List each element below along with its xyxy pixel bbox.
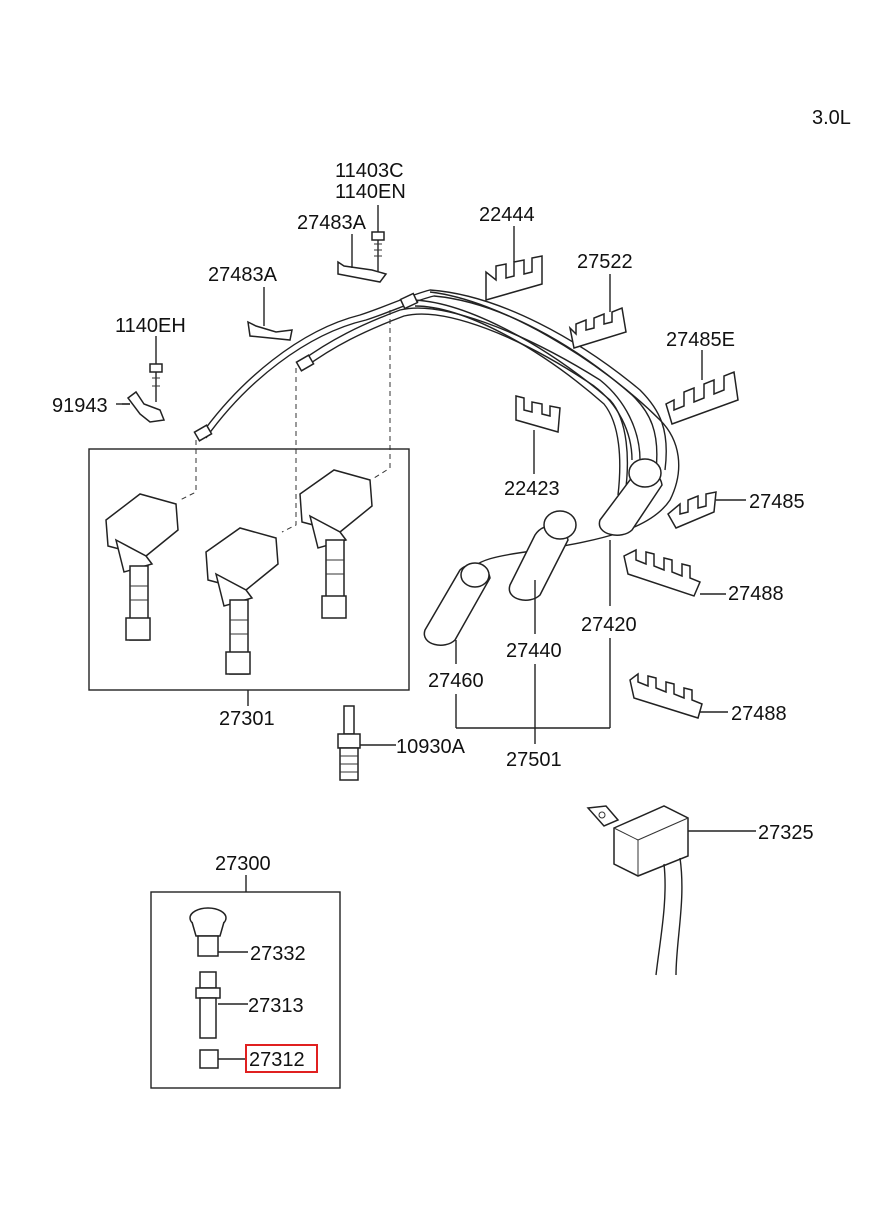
sensor-27325 <box>586 805 756 976</box>
label-27460: 27460 <box>428 670 484 692</box>
clip-27485 <box>667 491 746 529</box>
label-27483A-left: 27483A <box>208 264 278 286</box>
label-27332: 27332 <box>250 943 306 965</box>
bracket-91943 <box>116 390 166 423</box>
leader-lines-27501 <box>455 540 611 744</box>
clip-27488-lower <box>629 672 728 719</box>
label-27440: 27440 <box>506 640 562 662</box>
label-27488-lower: 27488 <box>731 703 787 725</box>
clip-27522 <box>568 274 627 349</box>
ignition-coil-assembly-27301 <box>88 448 410 706</box>
coil-components-27300 <box>150 875 341 1089</box>
clip-27485E <box>665 350 739 425</box>
label-27483A-top: 27483A <box>297 212 367 234</box>
ignition-wire-harness <box>193 289 680 576</box>
cap-27312 <box>199 1049 246 1069</box>
bracket-27483A-top <box>337 234 388 283</box>
clip-22444 <box>485 226 543 301</box>
engine-size-label: 3.0L <box>812 107 851 129</box>
label-10930A: 10930A <box>396 736 466 758</box>
bolt-11403C <box>371 205 385 272</box>
ignition-coil-2 <box>205 527 279 675</box>
label-1140EH: 1140EH <box>115 315 186 337</box>
label-27325: 27325 <box>758 822 814 844</box>
spark-plug-wire-boots <box>423 458 663 646</box>
coil-connection-guides <box>179 310 391 533</box>
label-27488-upper: 27488 <box>728 583 784 605</box>
label-27485: 27485 <box>749 491 805 513</box>
label-27501: 27501 <box>506 749 562 771</box>
label-27300: 27300 <box>215 853 271 875</box>
label-11403C: 11403C <box>335 160 404 182</box>
label-1140EN: 1140EN <box>335 181 406 203</box>
label-27313: 27313 <box>248 995 304 1017</box>
label-91943: 91943 <box>52 395 108 417</box>
part-labels: 11403C 1140EN 27483A 22444 27522 27483A … <box>52 160 814 1071</box>
ignition-coil-3 <box>299 469 373 619</box>
bracket-27483A-left <box>247 287 293 341</box>
label-22444: 22444 <box>479 204 535 226</box>
label-22423: 22423 <box>504 478 560 500</box>
spark-plug-10930A <box>337 705 396 781</box>
bolt-1140EH <box>149 336 163 402</box>
clip-22423 <box>515 395 561 474</box>
label-27522: 27522 <box>577 251 633 273</box>
spring-27313 <box>195 971 248 1039</box>
highlight-box-27312 <box>245 1044 318 1073</box>
label-27312: 27312 <box>249 1049 305 1071</box>
label-27420: 27420 <box>581 614 637 636</box>
clip-27488-upper <box>623 548 726 597</box>
label-27485E: 27485E <box>666 329 735 351</box>
ignition-coil-1 <box>105 493 179 641</box>
boot-27332 <box>189 907 248 957</box>
label-27301: 27301 <box>219 708 275 730</box>
